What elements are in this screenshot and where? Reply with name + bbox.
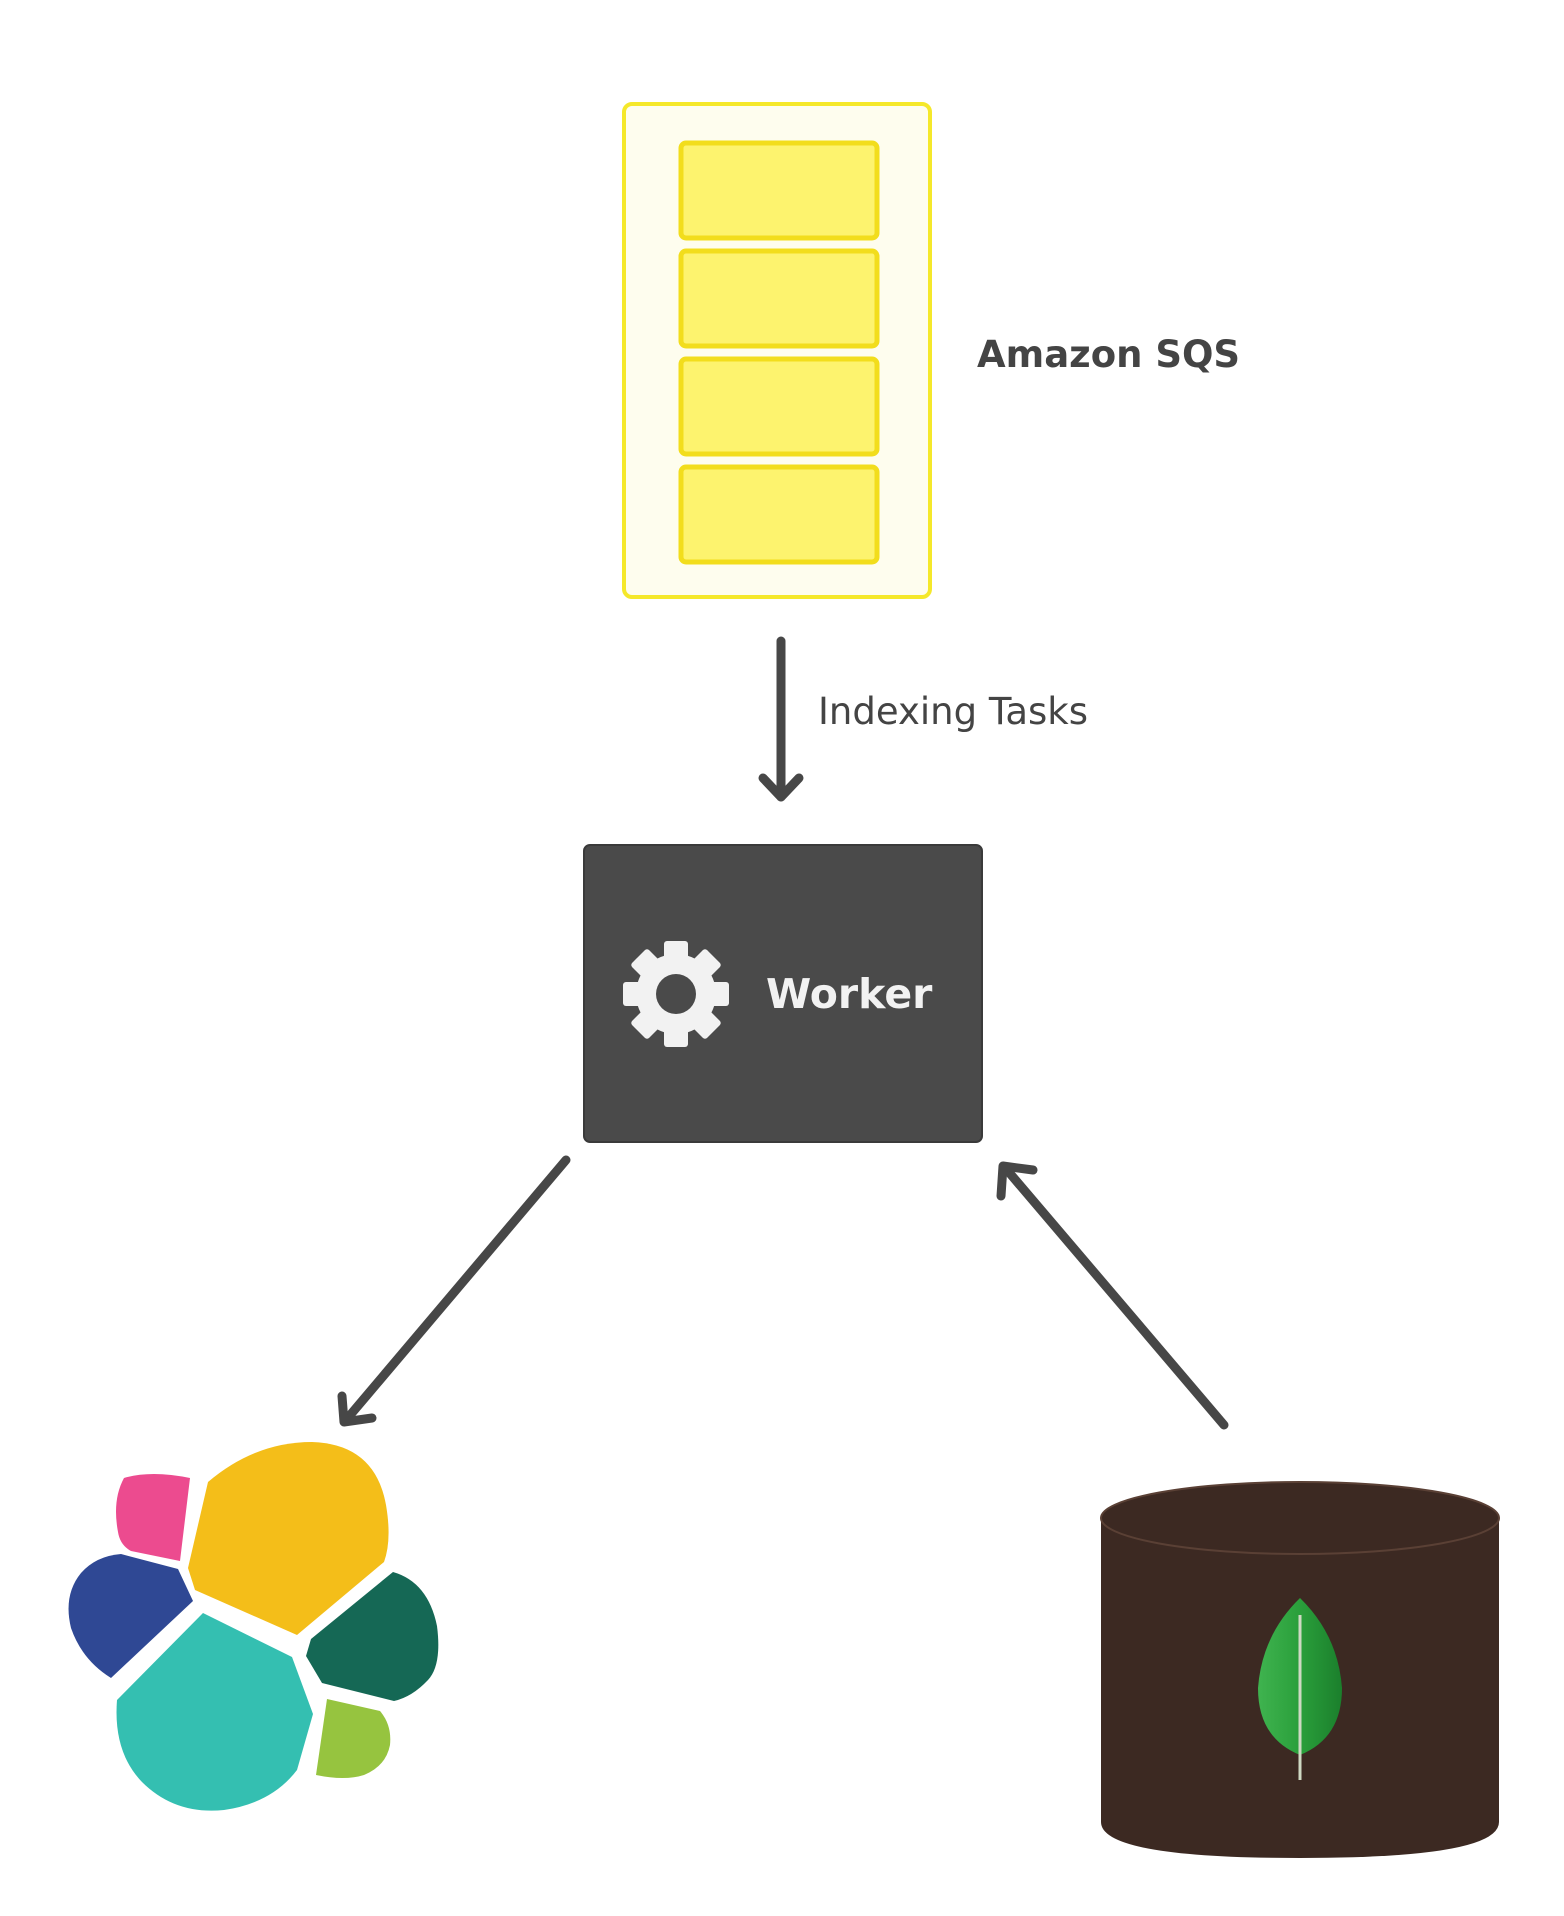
sqs-message-stack [678, 140, 880, 565]
sqs-message-block [678, 140, 880, 241]
elasticsearch-yellow-segment [188, 1442, 389, 1635]
sqs-queue-icon [622, 102, 932, 599]
worker-box [583, 844, 983, 1143]
gear-icon [623, 941, 729, 1047]
elasticsearch-dark-green-segment [306, 1572, 439, 1701]
elasticsearch-logo [68, 1442, 439, 1811]
elasticsearch-pink-segment [116, 1474, 190, 1561]
elasticsearch-teal-segment [116, 1613, 313, 1811]
sqs-message-block [678, 248, 880, 349]
sqs-message-block [678, 356, 880, 457]
elasticsearch-blue-segment [68, 1554, 193, 1678]
indexing-tasks-arrow [758, 636, 804, 802]
sqs-label: Amazon SQS [977, 333, 1240, 376]
mongodb-leaf-icon [1258, 1598, 1342, 1780]
elasticsearch-light-green-segment [316, 1699, 391, 1778]
worker-node: Worker [583, 844, 983, 1143]
worker-label: Worker [766, 970, 933, 1018]
mongodb-database-icon [1100, 1481, 1500, 1858]
mongodb-cylinder-top [1100, 1481, 1500, 1555]
mongodb-to-worker-arrow [996, 1161, 1229, 1430]
indexing-tasks-label: Indexing Tasks [818, 690, 1088, 733]
sqs-message-block [678, 464, 880, 565]
worker-to-elasticsearch-arrow [337, 1155, 571, 1427]
